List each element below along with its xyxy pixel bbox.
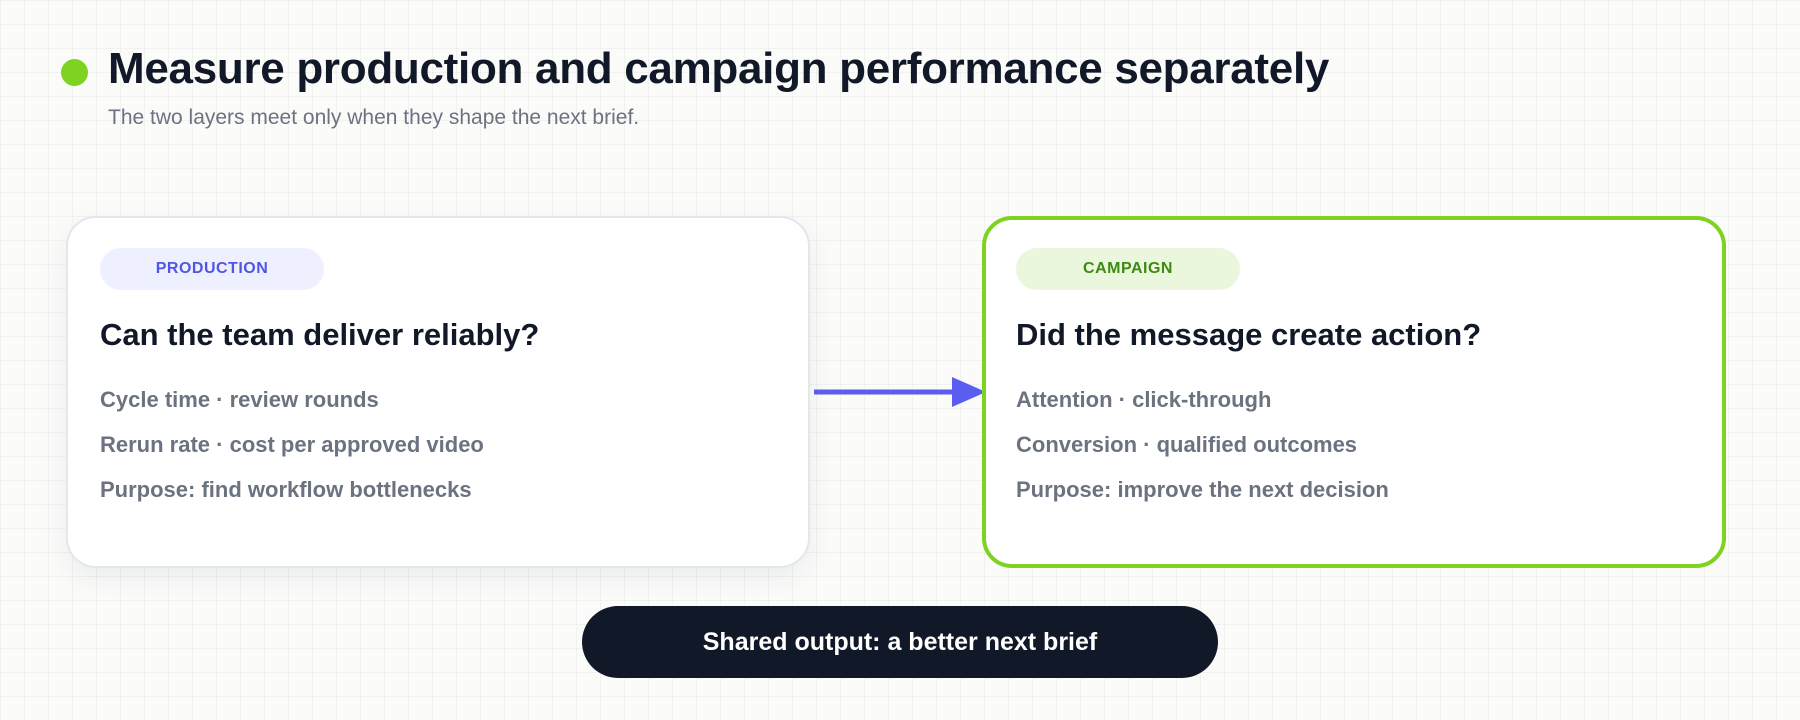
arrow-right-icon (814, 377, 986, 407)
production-card: PRODUCTION Can the team deliver reliably… (66, 216, 810, 568)
page-title: Measure production and campaign performa… (108, 44, 1330, 93)
campaign-metric-item: Conversion · qualified outcomes (1016, 432, 1358, 457)
header-dot-icon (61, 59, 88, 86)
production-metric-item: Cycle time · review rounds (100, 387, 379, 412)
campaign-metric-list: Attention · click-through Conversion · q… (1016, 377, 1692, 512)
campaign-badge: CAMPAIGN (1016, 248, 1240, 290)
campaign-card: CAMPAIGN Did the message create action? … (982, 216, 1726, 568)
connector-arrowhead (952, 377, 986, 407)
production-badge: PRODUCTION (100, 248, 324, 290)
campaign-metric-item: Attention · click-through (1016, 387, 1272, 412)
campaign-metric-item: Purpose: improve the next decision (1016, 477, 1389, 502)
shared-output-pill: Shared output: a better next brief (582, 606, 1218, 678)
campaign-question: Did the message create action? (1016, 317, 1482, 352)
production-metric-item: Purpose: find workflow bottlenecks (100, 477, 472, 502)
production-metric-list: Cycle time · review rounds Rerun rate · … (100, 377, 776, 512)
production-metric-item: Rerun rate · cost per approved video (100, 432, 484, 457)
production-question: Can the team deliver reliably? (100, 317, 540, 352)
page-subtitle: The two layers meet only when they shape… (108, 106, 640, 129)
